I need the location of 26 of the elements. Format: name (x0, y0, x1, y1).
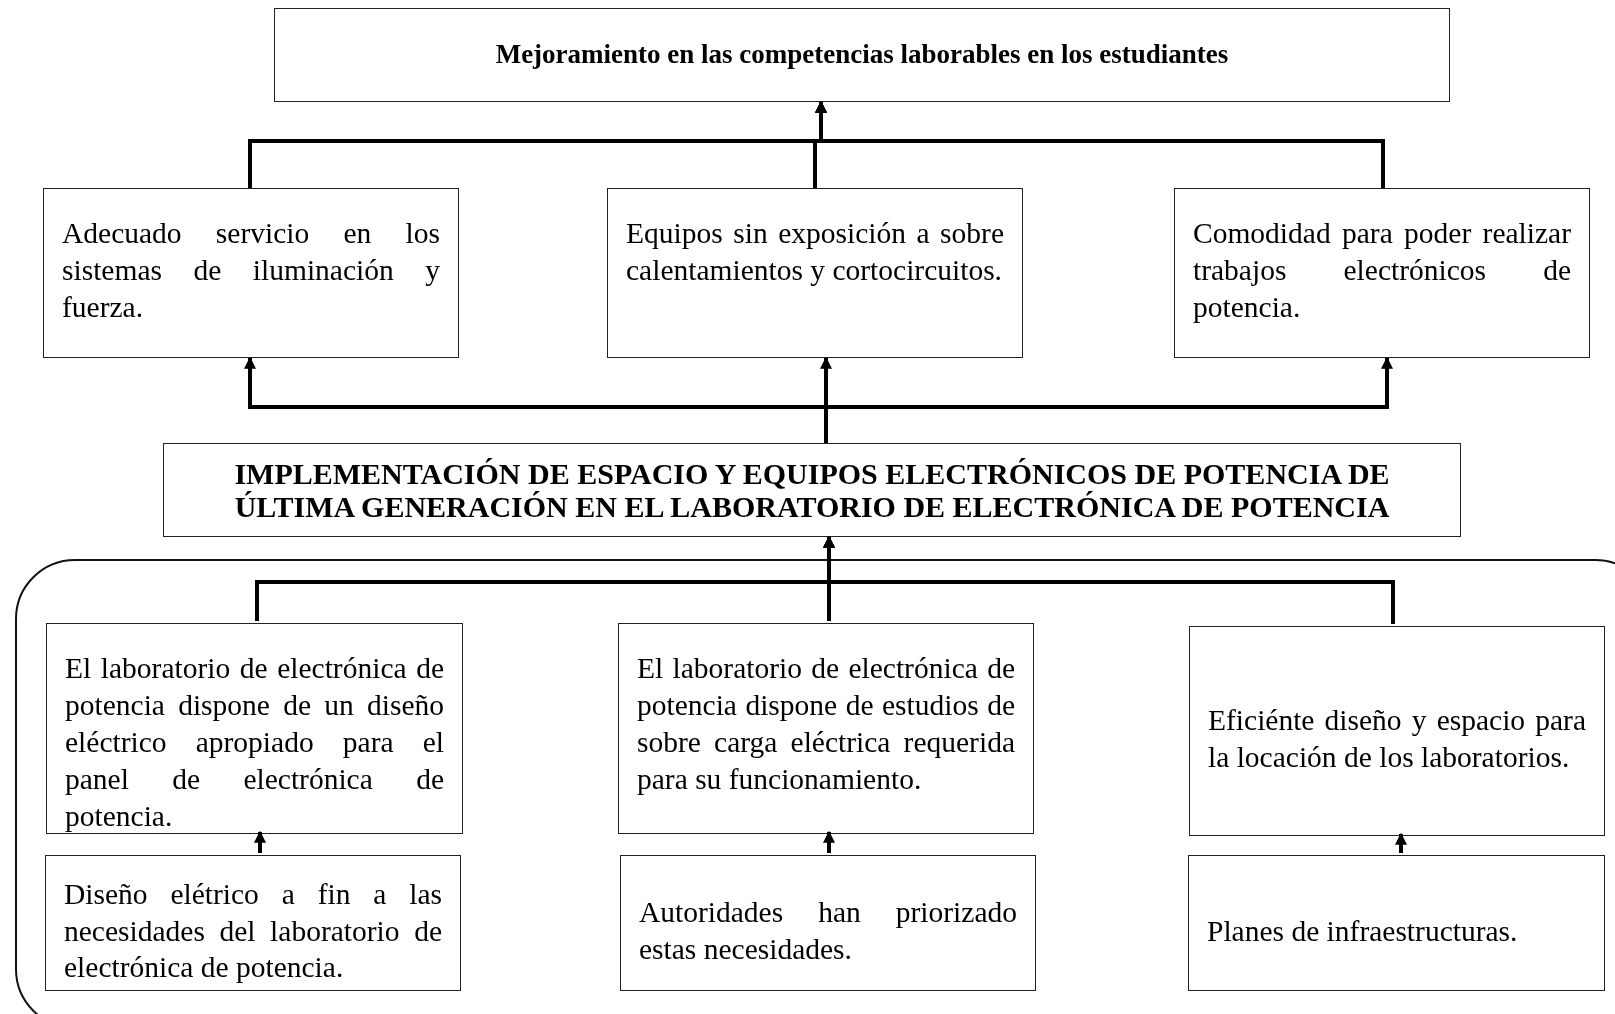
text-box (618, 623, 1034, 834)
text-box (46, 623, 463, 834)
text-box (45, 855, 461, 991)
arrow (254, 830, 266, 853)
text-box (43, 188, 459, 358)
text-box (1188, 855, 1605, 991)
box-text: Eficiénte diseño y espacio para la locación de los laboratorios. (1208, 703, 1586, 775)
box-text: Adecuado servicio en los sistemas de iluminación y fuerza. (62, 216, 440, 325)
box-text: El laboratorio de electrónica de potencia dispone de estudios de sobre carga eléctrica requerida para su funcionamiento. (637, 651, 1015, 797)
heading-text: IMPLEMENTACIÓN DE ESPACIO Y EQUIPOS ELECTRÓNICOS DE POTENCIA DE ÚLTIMA GENERACIÓN EN EL LABORATORIO DE ELECTRÓNICA DE POTENCIA (233, 457, 1391, 523)
arrow (823, 830, 835, 853)
arrow (1395, 832, 1407, 853)
box-text: Comodidad para poder realizar trabajos electrónicos de potencia. (1193, 216, 1571, 325)
box-text: Diseño elétrico a fin a las necesidades del laboratorio de electrónica de potencia. (64, 876, 442, 986)
rounded-group-box (15, 559, 1615, 1014)
text-box (163, 443, 1461, 537)
text-box (1174, 188, 1590, 358)
text-box (274, 8, 1450, 102)
heading-text: Mejoramiento en las competencias laborables en los estudiantes (494, 38, 1230, 72)
box-text: Autoridades han priorizado estas necesidades. (639, 895, 1017, 967)
box-text: El laboratorio de electrónica de potencia dispone de un diseño eléctrico apropiado para el panel de electrónica de potencia. (65, 651, 444, 834)
box-text: Planes de infraestructuras. (1207, 913, 1519, 949)
text-box (607, 188, 1023, 358)
box-text: Equipos sin exposición a sobre calentamientos y cortocircuitos. (626, 216, 1004, 288)
text-box (620, 855, 1036, 991)
text-box (1189, 626, 1605, 836)
